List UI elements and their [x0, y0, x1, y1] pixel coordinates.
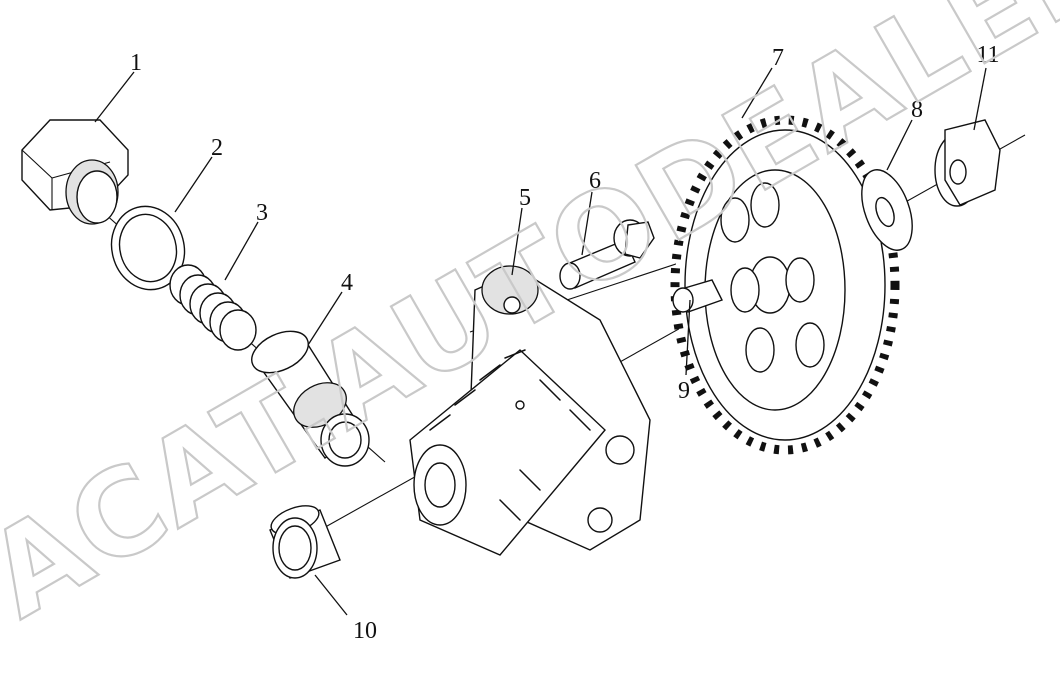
- hex-plug: [21, 119, 129, 225]
- valve-sleeve: [251, 330, 370, 467]
- dowel-pin: [672, 279, 723, 313]
- drive-gear: [670, 115, 900, 455]
- part-label-10: 10: [353, 618, 377, 644]
- part-label-3: 3: [256, 200, 268, 226]
- part-callouts: 1 2 3 4 5 6 7 8 9 10 11: [130, 42, 1000, 644]
- part-label-2: 2: [211, 135, 223, 161]
- bushing: [269, 505, 341, 579]
- coil-spring: [169, 264, 257, 351]
- leader-lines: [94, 67, 987, 616]
- flange-nut: [934, 119, 1001, 207]
- watermark-text: ACAT.AUTODEALER.RU: [0, 0, 1060, 645]
- sealing-washer: [110, 205, 186, 291]
- part-label-4: 4: [341, 270, 353, 296]
- part-label-1: 1: [130, 50, 142, 76]
- part-label-6: 6: [589, 168, 601, 194]
- mounting-bolt: [559, 219, 655, 290]
- part-label-5: 5: [519, 185, 531, 211]
- part-label-7: 7: [772, 45, 784, 71]
- part-label-8: 8: [911, 97, 923, 123]
- pump-housing: [409, 265, 651, 556]
- part-label-11: 11: [976, 42, 999, 68]
- flat-washer: [861, 169, 913, 251]
- part-label-9: 9: [678, 378, 690, 404]
